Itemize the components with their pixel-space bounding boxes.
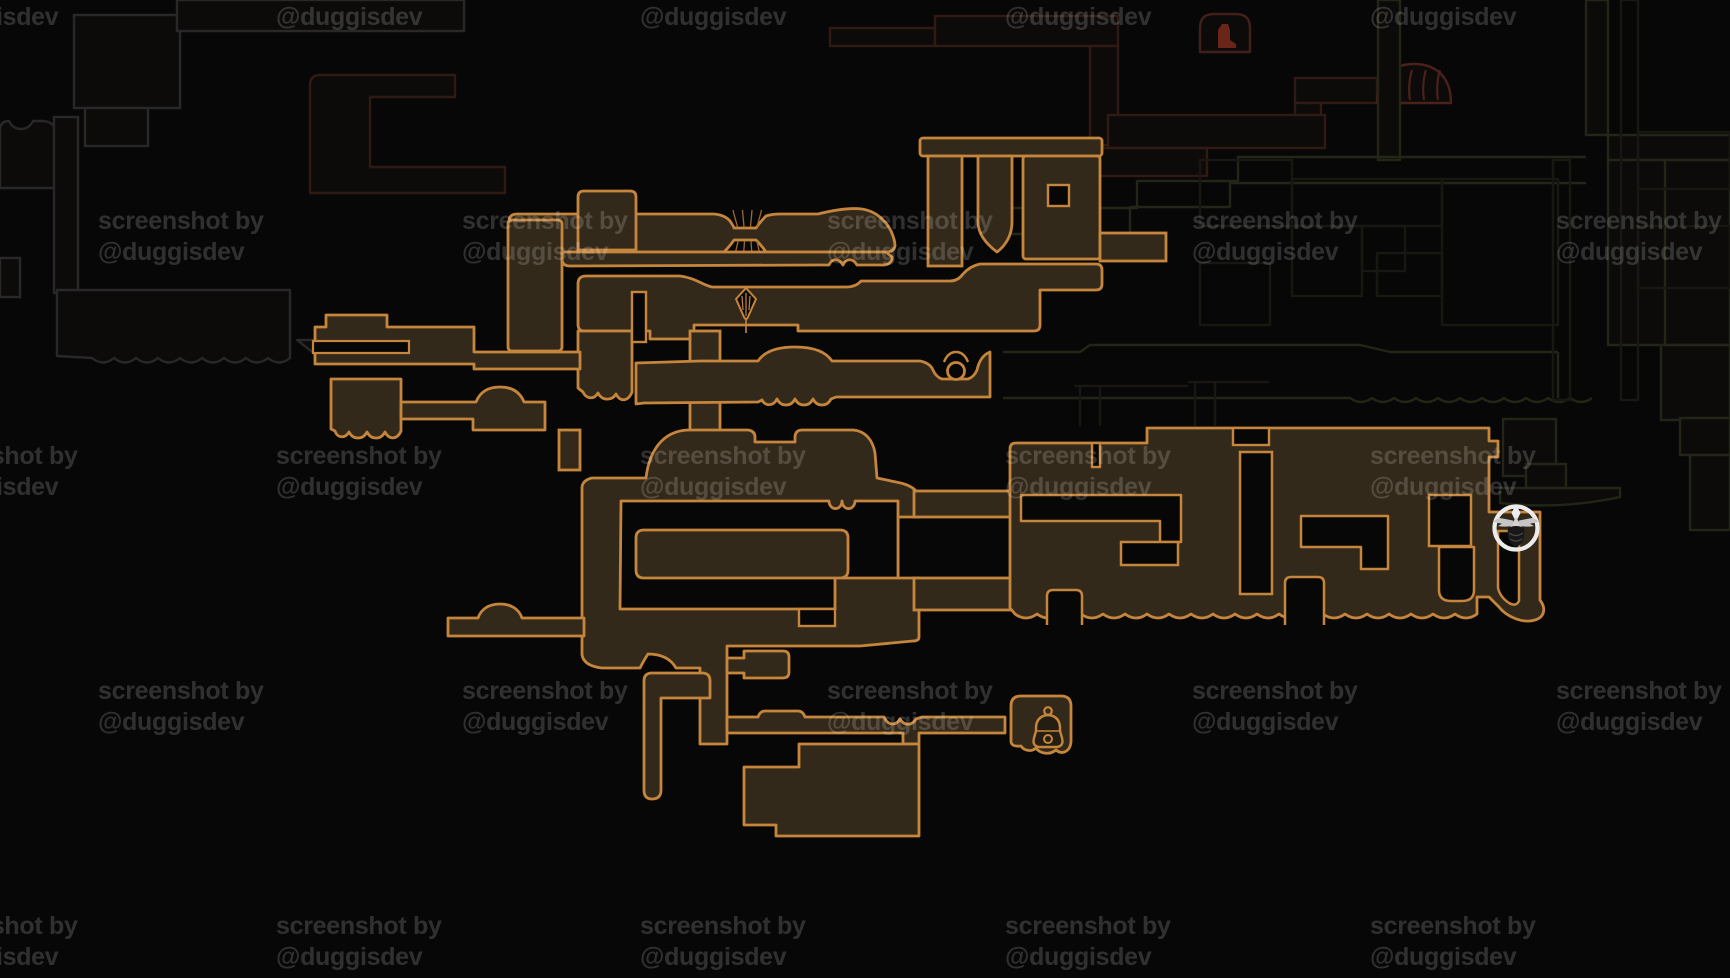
svg-text:@duggisdev: @duggisdev	[0, 3, 59, 31]
svg-text:@duggisdev: @duggisdev	[827, 708, 974, 736]
svg-text:screenshot by: screenshot by	[1556, 677, 1722, 705]
svg-text:@duggisdev: @duggisdev	[1556, 708, 1703, 736]
svg-text:screenshot by: screenshot by	[1370, 912, 1536, 940]
svg-text:@duggisdev: @duggisdev	[1370, 943, 1517, 971]
svg-text:screenshot by: screenshot by	[276, 912, 442, 940]
svg-text:@duggisdev: @duggisdev	[1192, 708, 1339, 736]
svg-text:@duggisdev: @duggisdev	[1556, 238, 1703, 266]
svg-text:screenshot by: screenshot by	[276, 442, 442, 470]
svg-text:@duggisdev: @duggisdev	[640, 943, 787, 971]
svg-text:@duggisdev: @duggisdev	[640, 473, 787, 501]
svg-text:@duggisdev: @duggisdev	[1370, 3, 1517, 31]
svg-text:screenshot by: screenshot by	[1192, 207, 1358, 235]
svg-text:screenshot by: screenshot by	[827, 677, 993, 705]
svg-text:screenshot by: screenshot by	[1005, 912, 1171, 940]
svg-text:@duggisdev: @duggisdev	[1005, 3, 1152, 31]
svg-text:@duggisdev: @duggisdev	[1370, 473, 1517, 501]
svg-text:@duggisdev: @duggisdev	[98, 708, 245, 736]
svg-text:screenshot by: screenshot by	[0, 912, 78, 940]
svg-text:screenshot by: screenshot by	[462, 677, 628, 705]
svg-text:screenshot by: screenshot by	[827, 207, 993, 235]
svg-text:screenshot by: screenshot by	[1370, 442, 1536, 470]
svg-text:screenshot by: screenshot by	[640, 912, 806, 940]
svg-text:@duggisdev: @duggisdev	[1005, 473, 1152, 501]
svg-text:screenshot by: screenshot by	[462, 207, 628, 235]
svg-text:screenshot by: screenshot by	[98, 207, 264, 235]
svg-text:@duggisdev: @duggisdev	[640, 3, 787, 31]
svg-text:@duggisdev: @duggisdev	[462, 238, 609, 266]
svg-text:screenshot by: screenshot by	[640, 442, 806, 470]
svg-text:screenshot by: screenshot by	[1192, 677, 1358, 705]
svg-text:@duggisdev: @duggisdev	[827, 238, 974, 266]
svg-text:screenshot by: screenshot by	[1556, 207, 1722, 235]
svg-text:screenshot by: screenshot by	[98, 677, 264, 705]
svg-text:screenshot by: screenshot by	[1005, 442, 1171, 470]
svg-text:@duggisdev: @duggisdev	[1005, 943, 1152, 971]
svg-text:@duggisdev: @duggisdev	[276, 943, 423, 971]
svg-text:@duggisdev: @duggisdev	[276, 3, 423, 31]
svg-text:@duggisdev: @duggisdev	[462, 708, 609, 736]
svg-text:@duggisdev: @duggisdev	[276, 473, 423, 501]
svg-text:@duggisdev: @duggisdev	[1192, 238, 1339, 266]
svg-text:@duggisdev: @duggisdev	[0, 473, 59, 501]
svg-text:screenshot by: screenshot by	[0, 442, 78, 470]
svg-text:@duggisdev: @duggisdev	[98, 238, 245, 266]
svg-text:@duggisdev: @duggisdev	[0, 943, 59, 971]
